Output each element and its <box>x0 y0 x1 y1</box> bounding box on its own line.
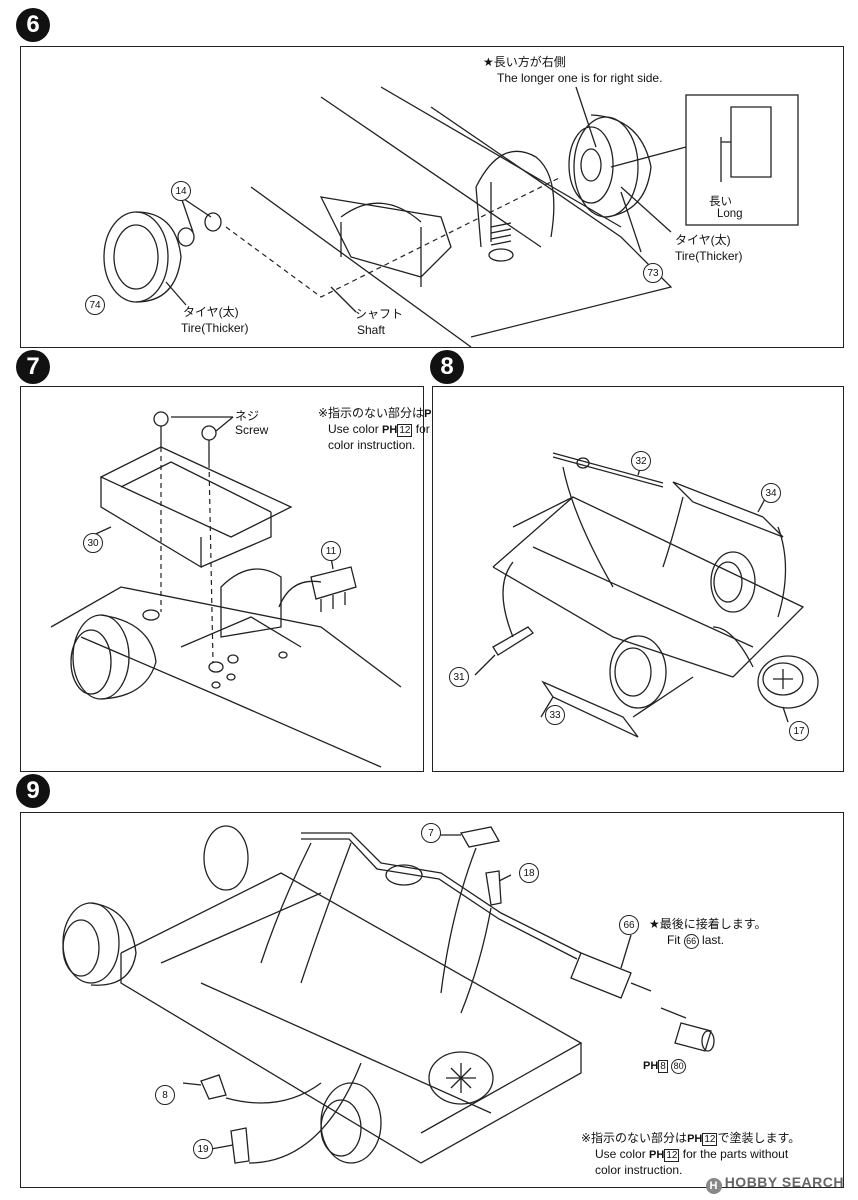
step-6-tire-right-jp: タイヤ(太) <box>675 233 731 247</box>
step-7-screw-en: Screw <box>235 423 269 437</box>
part-32-callout: 32 <box>631 451 651 471</box>
step-9-fit-en: Fit 66 last. <box>667 933 724 949</box>
step-9-ph: PH <box>643 1060 659 1072</box>
step-6-tire-right-en: Tire(Thicker) <box>675 249 743 263</box>
part-8-callout: 8 <box>155 1085 175 1105</box>
paint-note-bottom-ph: PH <box>687 1133 703 1145</box>
step-8-drawing <box>474 452 819 738</box>
step-6-tire-left-jp: タイヤ(太) <box>183 305 239 319</box>
part-33-callout: 33 <box>545 705 565 725</box>
step-6-shaft-en: Shaft <box>357 323 386 337</box>
part-18-callout: 18 <box>519 863 539 883</box>
paint-note-bottom-en-post: for the parts without <box>682 1147 789 1161</box>
paint-note-jp-pre: ※指示のない部分は <box>318 406 425 420</box>
step-6-panel: ★長い方が右側 The longer one is for right side… <box>20 46 844 348</box>
step-9-fit-jp: ★最後に接着します。 <box>649 917 767 931</box>
step-9-ph-part: 80 <box>671 1059 687 1074</box>
part-66-callout: 66 <box>619 915 639 935</box>
part-11-callout: 11 <box>321 541 341 561</box>
step-8-panel: 32 34 31 33 17 <box>432 386 844 772</box>
paint-note-en-ph: PH <box>382 424 398 436</box>
step-6-tire-left-en: Tire(Thicker) <box>181 321 249 335</box>
paint-note-bottom-en-pre: Use color <box>595 1147 646 1161</box>
hobby-search-logo-icon: H <box>705 1178 722 1194</box>
step-9-fit-en-post: last. <box>702 933 725 947</box>
step-6-note-jp: ★長い方が右側 <box>483 55 566 69</box>
step-9-fit-en-num: 66 <box>683 934 699 949</box>
step-9-badge: 9 <box>16 774 50 808</box>
paint-note-bottom-en-2: color instruction. <box>595 1163 683 1177</box>
step-7-screw-jp: ネジ <box>235 409 260 423</box>
part-73-callout: 73 <box>643 263 663 283</box>
paint-note-en-pre: Use color <box>328 422 379 436</box>
step-6-badge: 6 <box>16 8 50 42</box>
part-7-callout: 7 <box>421 823 441 843</box>
step-6-long-en: Long <box>717 208 743 220</box>
paint-note-top-en-2: color instruction. <box>328 438 416 452</box>
part-31-callout: 31 <box>449 667 469 687</box>
paint-note-bottom-jp-pre: ※指示のない部分は <box>581 1131 688 1145</box>
step-6-drawing <box>103 86 799 347</box>
paint-note-bottom-en-color: 12 <box>664 1149 680 1162</box>
paint-note-bottom-en-ph: PH <box>649 1149 665 1161</box>
step-7-panel: ネジ Screw 30 11 <box>20 386 424 772</box>
step-9-ph-color: 8 <box>658 1060 668 1073</box>
hobby-search-text: HOBBY SEARCH <box>724 1174 844 1190</box>
part-34-callout: 34 <box>761 483 781 503</box>
paint-note-en-color: 12 <box>397 424 413 437</box>
part-74-callout: 74 <box>85 295 105 315</box>
paint-note-bottom-jp-post: で塗装します。 <box>717 1131 801 1145</box>
step-6-shaft-jp: シャフト <box>355 307 404 321</box>
part-19-callout: 19 <box>193 1139 213 1159</box>
part-17-callout: 17 <box>789 721 809 741</box>
step-7-badge: 7 <box>16 350 50 384</box>
part-30-callout: 30 <box>83 533 103 553</box>
step-9-fit-en-pre: Fit <box>667 933 681 947</box>
part-14-callout: 14 <box>171 181 191 201</box>
step-6-long-jp: 長い <box>709 196 732 208</box>
step-6-note-en: The longer one is for right side. <box>497 71 663 85</box>
paint-note-bottom-color: 12 <box>702 1133 718 1146</box>
step-9-drawing <box>62 825 715 1164</box>
step-8-badge: 8 <box>430 350 464 384</box>
